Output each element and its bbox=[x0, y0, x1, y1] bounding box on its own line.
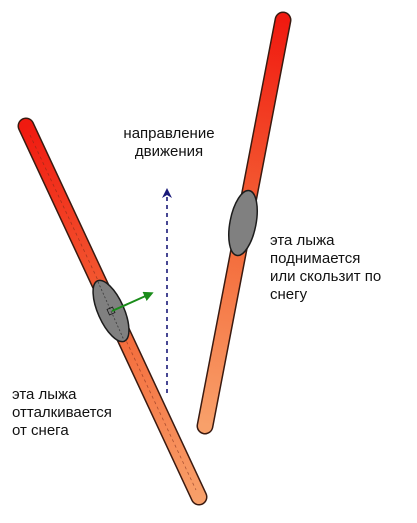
pushing-ski-label-line-1: эта лыжа bbox=[12, 386, 77, 403]
pushing-ski-label-line-2: отталкивается bbox=[12, 404, 112, 421]
gliding-ski-label-line-2: поднимается bbox=[270, 250, 361, 267]
gliding-ski-label: эта лыжа поднимается или скользит по сне… bbox=[270, 232, 381, 304]
left-boot bbox=[92, 279, 130, 343]
pushing-ski-label: эта лыжа отталкивается от снега bbox=[12, 386, 112, 440]
gliding-ski-label-line-3: или скользит по bbox=[270, 268, 382, 285]
gliding-ski-label-line-1: эта лыжа bbox=[270, 232, 335, 249]
direction-label-line-2: движения bbox=[134, 143, 204, 160]
gliding-ski-label-line-4: снегу bbox=[270, 286, 308, 303]
pushing-ski-label-line-3: от снега bbox=[12, 422, 69, 439]
direction-label: направление движения bbox=[110, 125, 228, 161]
push-force-arrow bbox=[111, 291, 154, 312]
pushing-ski-centerline bbox=[29, 134, 197, 491]
right-boot bbox=[228, 189, 258, 257]
direction-label-line-1: направление bbox=[123, 125, 215, 142]
